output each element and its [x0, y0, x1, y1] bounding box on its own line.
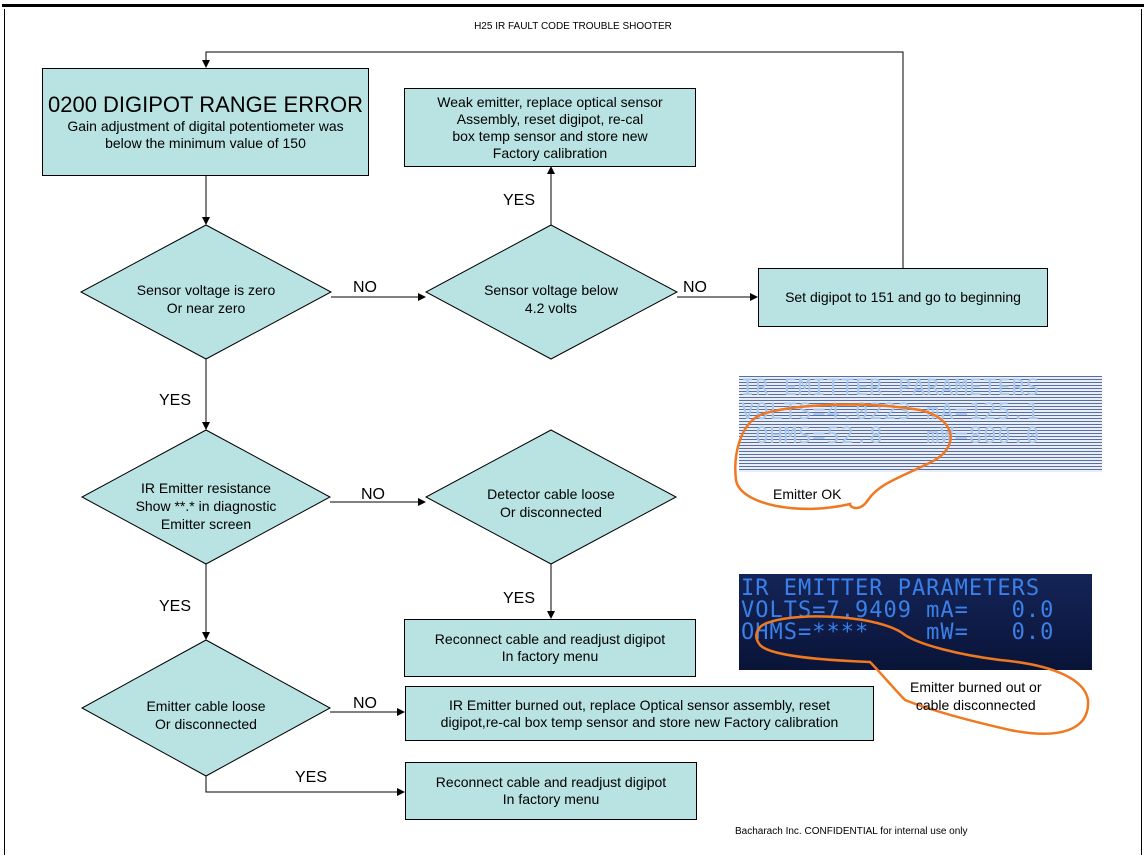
sensor-below-text: Sensor voltage below 4.2 volts — [451, 281, 651, 317]
weak-emitter-box: Weak emitter, replace optical sensor Ass… — [404, 88, 696, 167]
reconnect1-line2: In factory menu — [501, 648, 599, 664]
no-label-4: NO — [353, 695, 377, 712]
page-border-top — [2, 4, 1144, 7]
no-label-2: NO — [683, 279, 707, 296]
burned-out-line2: digipot,re-cal box temp sensor and store… — [440, 713, 839, 730]
error-title: 0200 DIGIPOT RANGE ERROR — [47, 92, 363, 117]
decision-sensor-below — [424, 224, 679, 360]
no-label-3: NO — [361, 486, 385, 503]
callout-emitter-fault: Emitter burned out or cable disconnected — [910, 678, 1042, 714]
detector-cable-line1: Detector cable loose — [487, 486, 615, 502]
lcd-ok-line2: VOLTS=4.0223 mA=125.1 — [741, 400, 1041, 425]
yes-label-3: YES — [503, 590, 536, 607]
set-digipot-box: Set digipot to 151 and go to beginning — [758, 268, 1048, 327]
lcd-screen-fault: IR EMITTER PARAMETERS VOLTS=7.9409 mA= 0… — [739, 574, 1092, 670]
yes-label-1: YES — [503, 192, 536, 209]
yes-label-4: YES — [159, 598, 192, 615]
lcd-fault-line1: IR EMITTER PARAMETERS — [741, 576, 1041, 601]
reconnect-box-2: Reconnect cable and readjust digipot In … — [405, 762, 697, 820]
no-label-1: NO — [353, 279, 377, 296]
detector-cable-line2: Or disconnected — [500, 504, 602, 520]
error-desc-line2: below the minimum value of 150 — [105, 135, 306, 151]
sensor-zero-text: Sensor voltage is zero Or near zero — [106, 281, 306, 317]
callout-fault-line2: cable disconnected — [915, 697, 1036, 713]
weak-emitter-line2: Assembly, reset digipot, re-cal — [456, 110, 644, 127]
resistance-text: IR Emitter resistance Show **.* in diagn… — [106, 479, 306, 533]
callout-fault-line1: Emitter burned out or — [910, 679, 1042, 695]
weak-emitter-line3: box temp sensor and store new — [452, 127, 648, 144]
lcd-ok-line1: IR EMITTER PARAMETERS — [741, 376, 1041, 401]
lcd-fault-line3: OHMS=**** mW= 0.0 — [741, 620, 1055, 645]
lcd-fault-line2: VOLTS=7.9409 mA= 0.0 — [741, 598, 1055, 623]
start-error-box: 0200 DIGIPOT RANGE ERROR Gain adjustment… — [42, 68, 369, 176]
weak-emitter-line4: Factory calibration — [492, 144, 608, 161]
set-digipot-text: Set digipot to 151 and go to beginning — [785, 289, 1021, 305]
weak-emitter-line1: Weak emitter, replace optical sensor — [437, 93, 663, 110]
sensor-zero-line2: Or near zero — [166, 300, 246, 316]
reconnect2-line2: In factory menu — [502, 791, 600, 807]
resistance-line3: Emitter screen — [160, 516, 252, 532]
callout-emitter-ok: Emitter OK — [773, 486, 842, 502]
lcd-screen-ok: IR EMITTER PARAMETERS VOLTS=4.0223 mA=12… — [739, 376, 1102, 472]
reconnect1-line1: Reconnect cable and readjust digipot — [434, 631, 666, 647]
page-title: H25 IR FAULT CODE TROUBLE SHOOTER — [474, 21, 672, 32]
sensor-zero-line1: Sensor voltage is zero — [136, 282, 276, 298]
resistance-line2: Show **.* in diagnostic — [135, 498, 277, 514]
resistance-line1: IR Emitter resistance — [141, 480, 271, 496]
page-border — [4, 9, 1142, 855]
yes-label-5: YES — [295, 769, 328, 786]
yes-label-2: YES — [159, 392, 192, 409]
error-desc-line1: Gain adjustment of digital potentiometer… — [67, 118, 344, 134]
confidential-footer: Bacharach Inc. CONFIDENTIAL for internal… — [735, 826, 968, 837]
reconnect-box-1: Reconnect cable and readjust digipot In … — [404, 619, 696, 677]
emitter-cable-text: Emitter cable loose Or disconnected — [106, 697, 306, 733]
burned-out-box: IR Emitter burned out, replace Optical s… — [405, 686, 874, 741]
sensor-below-line1: Sensor voltage below — [484, 282, 618, 298]
lcd-ok-line3: OHMS=52.8 mW=800.0 — [741, 424, 1041, 449]
burned-out-line1: IR Emitter burned out, replace Optical s… — [448, 696, 830, 713]
sensor-below-line2: 4.2 volts — [524, 300, 578, 316]
emitter-cable-line1: Emitter cable loose — [146, 698, 266, 714]
reconnect2-line1: Reconnect cable and readjust digipot — [435, 774, 667, 790]
detector-cable-text: Detector cable loose Or disconnected — [451, 485, 651, 521]
emitter-cable-line2: Or disconnected — [155, 716, 257, 732]
